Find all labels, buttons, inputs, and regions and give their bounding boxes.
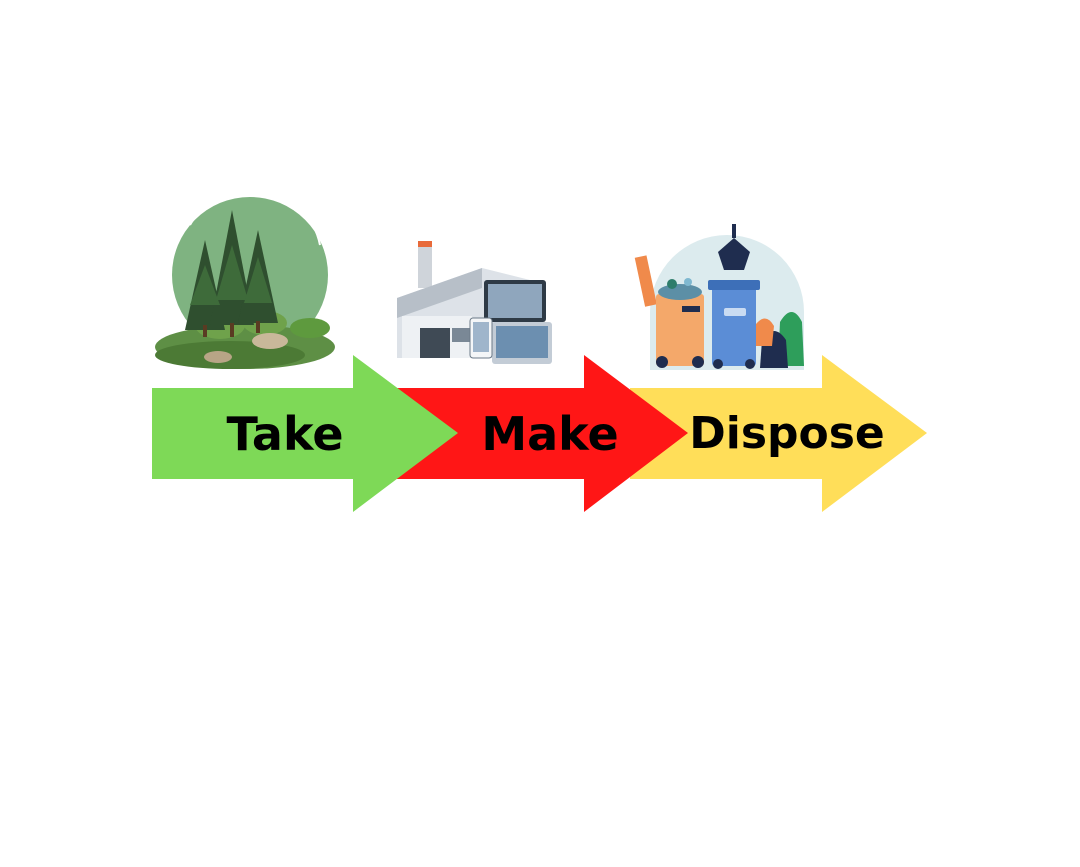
forest-icon [155, 187, 338, 369]
waste-bins-icon [634, 224, 804, 370]
dispose-arrow [630, 355, 927, 512]
take-arrow [152, 355, 458, 512]
factory-devices-icon [397, 241, 552, 364]
take-label: Take [226, 407, 344, 461]
dispose-label: Dispose [689, 408, 885, 459]
make-arrow [390, 355, 688, 512]
make-label: Make [481, 407, 619, 461]
